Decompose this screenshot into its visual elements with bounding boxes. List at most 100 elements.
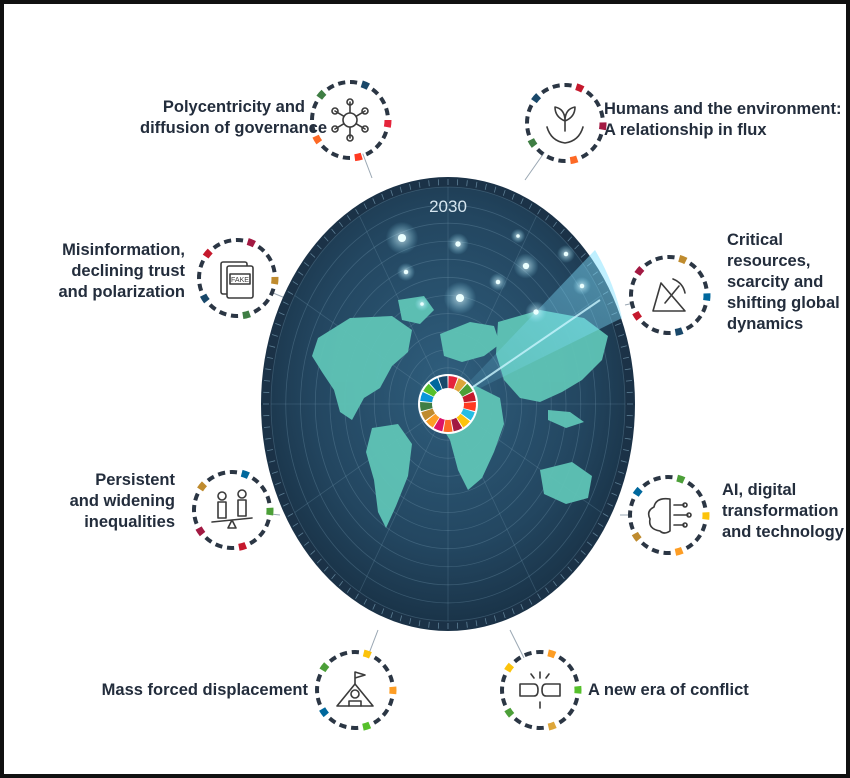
trend-label-conflict: A new era of conflict bbox=[588, 681, 749, 699]
bezel-tick bbox=[552, 580, 558, 587]
badge-ring-dash bbox=[501, 697, 508, 707]
map-south-america bbox=[366, 424, 412, 528]
badge-ring-dash bbox=[206, 474, 215, 483]
sdg-wheel-segment bbox=[462, 392, 476, 403]
badge-ring-dash bbox=[573, 697, 580, 706]
badge-background bbox=[633, 259, 705, 331]
bezel-tick bbox=[266, 356, 273, 359]
badge-ring-dash bbox=[264, 519, 271, 528]
bezel-tick bbox=[287, 513, 294, 517]
radar-disc: 2030 bbox=[261, 177, 635, 631]
badge-ring-dash bbox=[552, 83, 561, 89]
badge-sdg-tick bbox=[312, 134, 323, 145]
bezel-tick bbox=[346, 215, 351, 221]
badge-ring-dash bbox=[523, 651, 533, 658]
badge-ring-dash bbox=[687, 481, 696, 489]
radar-blip bbox=[397, 233, 407, 243]
badge-ring-dash bbox=[546, 154, 555, 162]
bezel-tick bbox=[466, 621, 468, 628]
sdg-wheel-segment bbox=[429, 378, 442, 392]
badge-ring-dash bbox=[688, 261, 697, 270]
badge-ring-dash bbox=[212, 242, 221, 250]
bezel-tick bbox=[567, 566, 573, 572]
radar-ring bbox=[300, 222, 596, 586]
badge-ring-dash bbox=[270, 264, 277, 273]
badge-ring-dash bbox=[342, 155, 351, 160]
bezel-tick bbox=[363, 203, 368, 210]
badge-ring-dash bbox=[379, 96, 387, 105]
badge-ring-dash bbox=[701, 499, 708, 509]
bezel-tick bbox=[409, 618, 412, 625]
badge-ring-dash bbox=[524, 723, 533, 730]
badge-ring-dash bbox=[374, 141, 383, 150]
radar-bezel-ticks bbox=[263, 179, 633, 629]
badge-ring-dash bbox=[384, 107, 390, 116]
badge-ring-dash bbox=[387, 698, 394, 707]
bezel-tick bbox=[418, 181, 421, 188]
bezel-tick bbox=[560, 573, 565, 580]
bezel-tick bbox=[282, 301, 289, 305]
bezel-tick bbox=[275, 482, 282, 486]
radar-sweep-edge bbox=[447, 299, 601, 405]
trend-badge-misinformation: FAKE bbox=[197, 238, 279, 320]
bezel-tick bbox=[552, 221, 558, 228]
badge-sdg-tick bbox=[547, 649, 557, 659]
badge-ring-dash bbox=[642, 480, 651, 488]
badge-sdg-tick bbox=[197, 481, 208, 492]
radar-ring bbox=[270, 186, 626, 622]
sdg-wheel-segment bbox=[425, 413, 440, 428]
bezel-tick bbox=[580, 253, 586, 258]
badge-ring-dash bbox=[628, 521, 635, 531]
badge-ring-dash bbox=[644, 259, 653, 267]
radar-blip bbox=[455, 293, 465, 303]
badge-ring-dash bbox=[695, 489, 703, 498]
badge-ring-dash bbox=[316, 673, 323, 682]
badge-ring-dash bbox=[192, 516, 199, 525]
bezel-tick bbox=[528, 598, 533, 605]
radar-blips bbox=[385, 221, 591, 323]
sdg-wheel-segment bbox=[423, 383, 437, 397]
bezel-tick bbox=[282, 503, 289, 507]
bezel-tick bbox=[484, 618, 487, 625]
bezel-tick bbox=[338, 580, 344, 587]
bezel-tick bbox=[567, 236, 573, 242]
badge-ring-dash bbox=[320, 144, 329, 153]
badge-ring-dash bbox=[382, 663, 390, 672]
badge-ring-dash bbox=[326, 83, 335, 91]
radar-spoke bbox=[447, 215, 537, 405]
trend-badge-humans-environment bbox=[525, 83, 607, 165]
bezel-tick bbox=[418, 620, 421, 627]
badge-ring-dash bbox=[652, 475, 662, 482]
badge-ring-dash bbox=[371, 87, 380, 96]
bezel-tick bbox=[602, 513, 609, 517]
sdg-wheel-segment bbox=[456, 413, 471, 428]
bezel-tick bbox=[597, 522, 604, 527]
badge-sdg-tick bbox=[362, 721, 372, 731]
badge-ring-dash bbox=[572, 673, 579, 683]
badge-ring-dash bbox=[269, 288, 276, 297]
sdg-wheel-segment bbox=[459, 383, 473, 397]
badge-ring-dash bbox=[526, 104, 534, 113]
badge-ring-dash bbox=[641, 320, 650, 329]
radar-blip bbox=[563, 251, 569, 257]
bezel-tick bbox=[620, 460, 627, 463]
badge-ring-dash bbox=[596, 133, 604, 142]
badge-sdg-tick bbox=[575, 83, 585, 93]
badge-sdg-tick bbox=[598, 122, 607, 131]
brain-circuit-icon bbox=[647, 497, 692, 534]
trend-badge-critical-resources bbox=[629, 255, 711, 336]
trend-badges: FAKE bbox=[192, 80, 711, 731]
badge-sdg-tick bbox=[195, 526, 206, 537]
bezel-tick bbox=[278, 312, 285, 316]
map-north-america bbox=[312, 316, 412, 420]
bezel-tick bbox=[520, 603, 524, 610]
badge-ring-dash bbox=[338, 722, 347, 729]
bezel-tick bbox=[625, 426, 633, 428]
bezel-tick bbox=[560, 228, 565, 235]
radar-blip bbox=[495, 279, 501, 285]
badge-ring-dash bbox=[593, 99, 601, 108]
trend-badge-polycentricity bbox=[310, 80, 392, 162]
badge-ring-dash bbox=[558, 655, 567, 663]
